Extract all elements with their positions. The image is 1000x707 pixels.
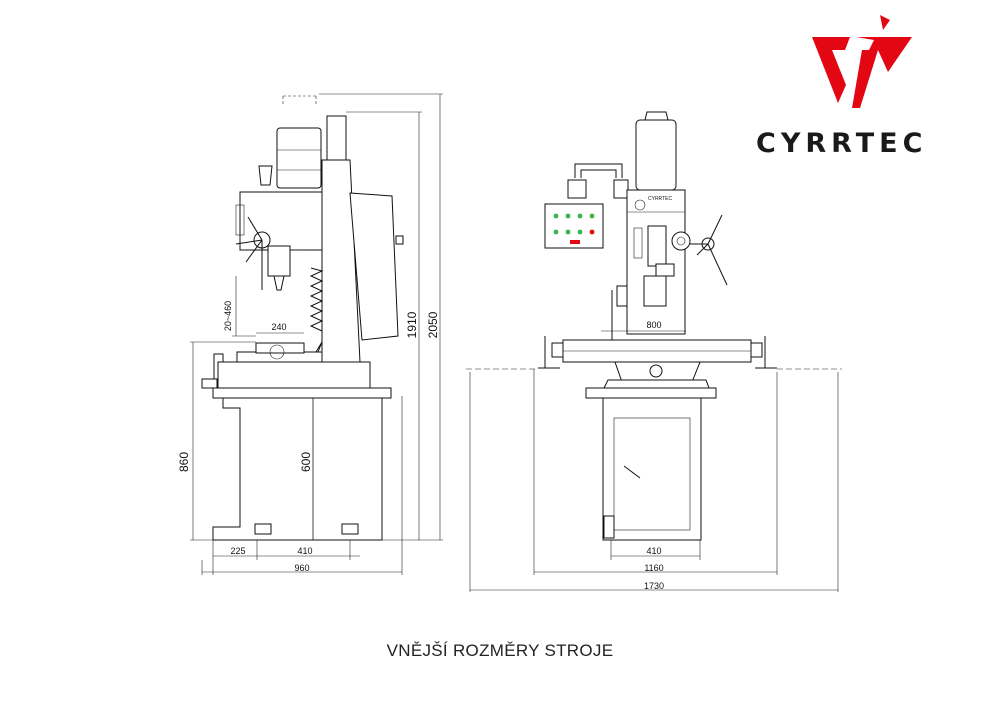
brand-name: CYRRTEC <box>756 128 927 159</box>
dim-height-1910: 1910 <box>405 311 419 338</box>
front-quill <box>643 275 667 307</box>
front-depth-gauge <box>671 231 691 251</box>
front-door-key <box>623 465 641 479</box>
logo-mark-left <box>812 37 850 103</box>
side-vise <box>255 342 305 354</box>
side-view: 20~460 240 1910 2050 860 600 225 410 960 <box>177 93 443 575</box>
front-spindle-housing <box>647 225 667 267</box>
side-column <box>321 159 361 363</box>
dim-base-offset: 225 <box>230 546 245 556</box>
front-table-crank-right <box>755 336 777 369</box>
front-motor-cap <box>644 111 669 121</box>
front-head-badge: CYRRTEC <box>648 196 672 202</box>
dim-height-2050: 2050 <box>426 311 440 338</box>
front-stand <box>602 397 702 541</box>
side-foot-left <box>254 523 272 535</box>
front-feed-handwheel <box>690 214 728 286</box>
front-dimensions <box>466 330 842 592</box>
front-table-crank-left <box>538 336 560 369</box>
logo-mark-stem <box>852 50 878 108</box>
front-stand-top <box>585 387 717 399</box>
dim-table-width: 240 <box>271 322 286 332</box>
side-foot-right <box>341 523 359 535</box>
front-table-handwheel-right <box>750 342 763 358</box>
dim-front-foot-spacing: 410 <box>646 546 661 556</box>
side-dimensions <box>190 93 443 575</box>
dim-table-length: 800 <box>646 320 661 330</box>
side-oil-cup <box>258 165 273 186</box>
front-coolant-nozzle <box>567 179 587 199</box>
side-feed-handwheel <box>235 216 271 290</box>
caption: VNĚJŠÍ ROZMĚRY STROJE <box>386 641 614 660</box>
front-control-panel <box>544 203 604 249</box>
dim-base-height: 600 <box>299 452 313 472</box>
dim-stand-height: 860 <box>177 452 191 472</box>
side-stand-top <box>212 387 392 399</box>
front-view: CYRRTEC <box>466 111 842 592</box>
side-spindle-tube <box>326 115 347 161</box>
front-motor <box>635 119 677 191</box>
logo-mark-spark <box>880 15 890 30</box>
cyrrtec-logo: CYRRTEC <box>756 15 927 159</box>
side-stand <box>212 397 383 541</box>
dim-side-foot-spacing: 410 <box>297 546 312 556</box>
front-coolant-pipe <box>574 163 623 178</box>
side-rear-box <box>349 192 399 341</box>
side-bellows <box>309 267 324 353</box>
side-rear-knob <box>395 235 404 245</box>
front-stand-door <box>613 417 691 531</box>
side-dashed-top <box>282 95 317 106</box>
dim-head-travel: 20~460 <box>223 301 233 331</box>
front-table-handwheel-left <box>551 342 564 358</box>
dim-overall-depth: 960 <box>294 563 309 573</box>
dim-table-travel: 1160 <box>644 563 663 573</box>
dim-overall-width: 1730 <box>644 581 664 591</box>
side-motor <box>276 127 322 189</box>
side-base-plate <box>217 361 371 389</box>
logo-mark-right <box>856 37 912 72</box>
side-quill <box>267 245 291 277</box>
